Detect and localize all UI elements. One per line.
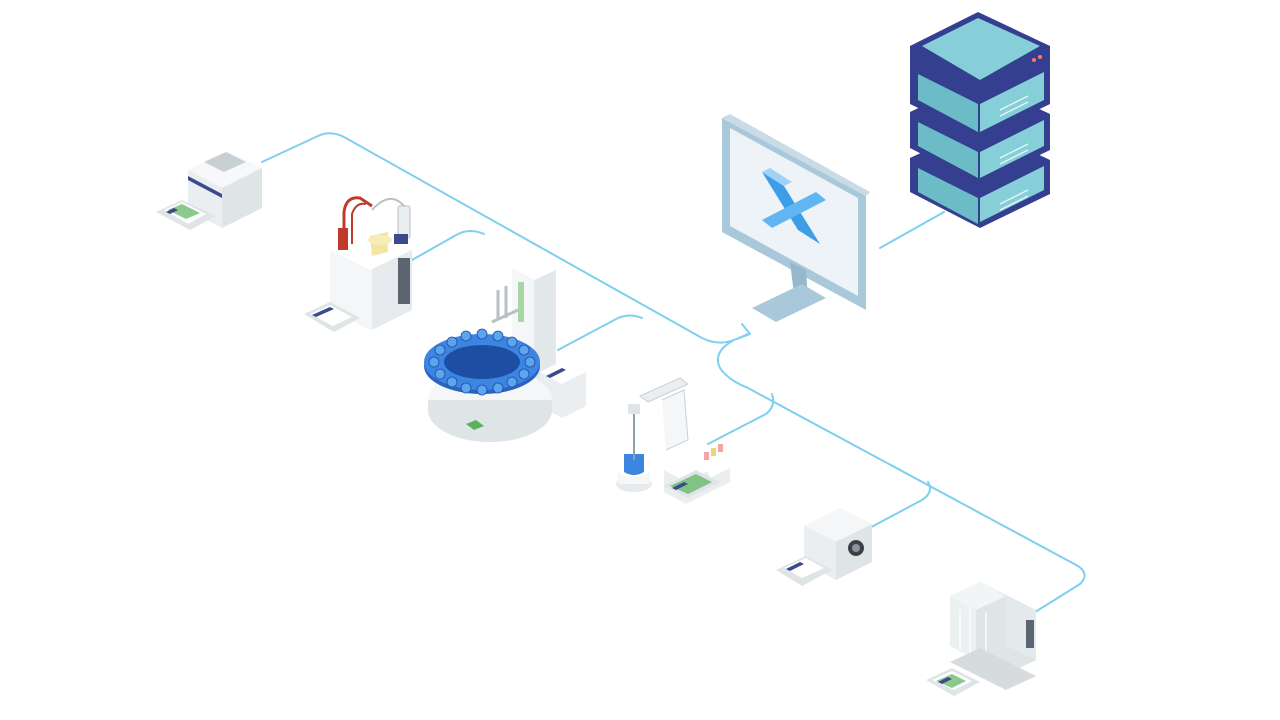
- connection-lines: [261, 132, 1086, 615]
- line-titrator-branch: [411, 230, 485, 261]
- server-stack-icon: [910, 12, 1050, 228]
- arrow-right-icon: [736, 323, 751, 340]
- line-trunk-lower: [716, 339, 1086, 615]
- line-monitor-to-server: [879, 211, 945, 249]
- line-moisture-branch: [861, 481, 931, 533]
- ph-meter: [616, 377, 730, 504]
- line-printer-to-trunk: [261, 132, 749, 344]
- titrator: [304, 196, 412, 332]
- autosampler: [424, 258, 586, 442]
- moisture-analyzer: [776, 508, 872, 586]
- line-phmeter-branch: [707, 393, 775, 445]
- x-logo-icon: [762, 168, 826, 244]
- monitor-icon: [722, 114, 870, 322]
- balance-printer: [156, 152, 262, 230]
- analytical-balance: [926, 582, 1036, 696]
- line-autosampler-branch: [557, 314, 643, 351]
